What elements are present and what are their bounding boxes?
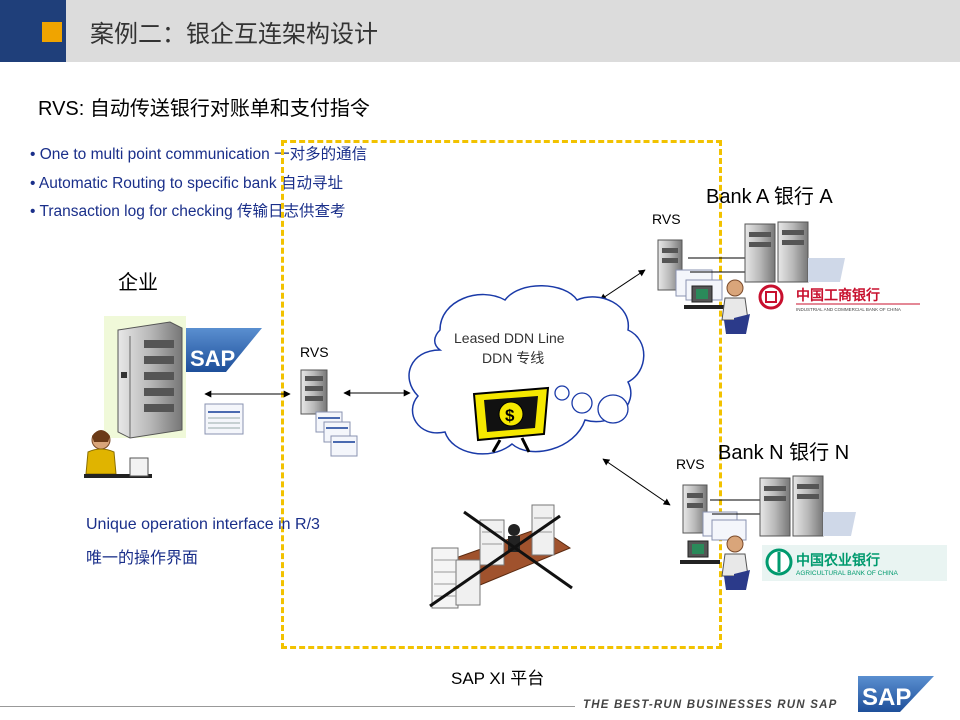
bank-server-icon <box>759 475 856 537</box>
enterprise-label: 企业 <box>118 272 158 294</box>
enterprise-note-line1: Unique operation interface in R/3 <box>86 516 320 533</box>
money-icon: $ <box>472 386 550 453</box>
rvs-label: RVS <box>300 344 329 360</box>
footer-rule <box>0 706 575 707</box>
footer-sap-logo: SAP <box>858 676 934 712</box>
sap-logo-text: SAP <box>190 346 235 371</box>
crossed-desk-icon <box>429 504 573 609</box>
header-band <box>0 0 960 62</box>
link-arrow <box>602 458 671 506</box>
abc-logo-text: 中国农业银行 <box>796 552 880 569</box>
rvs-server-icon <box>300 369 328 415</box>
bank-a-label: Bank A 银行 A <box>706 186 833 208</box>
rvs-label: RVS <box>652 211 681 227</box>
footer-tagline: THE BEST-RUN BUSINESSES RUN SAP <box>583 699 838 711</box>
rvs-label: RVS <box>676 456 705 472</box>
page-title: 案例二：银企互连架构设计 <box>90 21 378 48</box>
worker-icon <box>84 430 152 478</box>
bullet-item: • Transaction log for checking 传输日志供查考 <box>30 203 346 220</box>
svg-text:$: $ <box>505 406 515 425</box>
abc-logo: 中国农业银行 AGRICULTURAL BANK OF CHINA <box>762 545 947 581</box>
subtitle: RVS: 自动传送银行对账单和支付指令 <box>38 98 370 120</box>
icbc-logo-text: 中国工商银行 <box>796 287 880 304</box>
link-arrow <box>599 269 646 301</box>
abc-logo-en: AGRICULTURAL BANK OF CHINA <box>796 570 899 577</box>
bank-a-equipment <box>657 221 845 334</box>
header-accent-square <box>42 22 62 42</box>
icbc-logo-en: INDUSTRIAL AND COMMERCIAL BANK OF CHINA <box>796 307 901 312</box>
platform-label: SAP XI 平台 <box>451 669 545 688</box>
enterprise-note-line2: 唯一的操作界面 <box>86 550 199 567</box>
cloud-label-line2: DDN 专线 <box>482 350 545 366</box>
bank-n-label: Bank N 银行 N <box>718 442 850 464</box>
bank-n-equipment <box>680 475 856 590</box>
sap-logo: SAP <box>186 328 262 372</box>
footer-sap-logo-text: SAP <box>862 684 911 711</box>
bank-server-icon <box>744 221 845 283</box>
server-icon <box>104 316 186 439</box>
bullet-item: • Automatic Routing to specific bank 自动寻… <box>30 175 343 192</box>
document-icon <box>204 403 244 435</box>
icbc-logo: 中国工商银行 INDUSTRIAL AND COMMERCIAL BANK OF… <box>758 284 920 312</box>
ddn-cloud-icon <box>408 285 645 455</box>
cloud-label-line1: Leased DDN Line <box>454 330 565 346</box>
document-stack-icon <box>315 411 358 457</box>
